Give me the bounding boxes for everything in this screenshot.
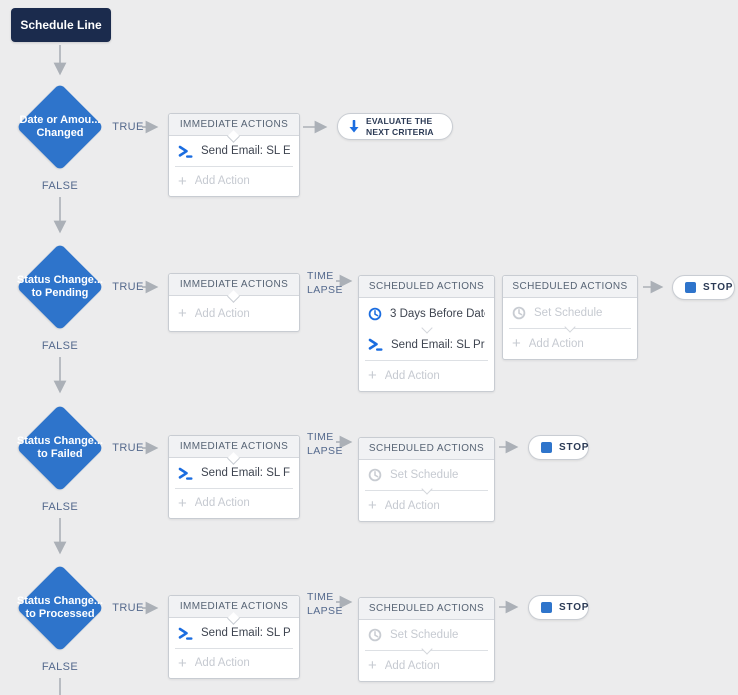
scheduled-actions-header: SCHEDULED ACTIONS	[359, 276, 494, 298]
stop-square-icon	[685, 282, 696, 293]
down-arrow-icon	[349, 119, 359, 132]
clock-icon	[368, 468, 382, 482]
stop-square-icon	[541, 442, 552, 453]
clock-icon	[368, 307, 382, 320]
immediate-actions-box-4: IMMEDIATE ACTIONS Send Email: SL Proc...…	[168, 595, 300, 679]
send-email-icon	[178, 627, 193, 640]
false-label-3: FALSE	[41, 501, 79, 513]
set-schedule-button[interactable]: Set Schedule	[359, 620, 494, 650]
add-action-button[interactable]: + Add Action	[178, 305, 250, 322]
send-email-icon	[178, 145, 193, 158]
action-item-send-email[interactable]: Send Email: SL Edit...	[169, 136, 299, 166]
plus-icon: +	[512, 335, 521, 352]
stop-pill-4: STOP	[528, 595, 589, 620]
immediate-actions-header: IMMEDIATE ACTIONS	[169, 114, 299, 143]
time-lapse-label-3: TIME LAPSE	[307, 431, 343, 457]
scheduled-actions-box-2a: SCHEDULED ACTIONS 3 Days Before Date... …	[358, 275, 495, 392]
scheduled-actions-header: SCHEDULED ACTIONS	[359, 438, 494, 460]
add-action-button[interactable]: + Add Action	[169, 648, 299, 678]
immediate-actions-box-3: IMMEDIATE ACTIONS Send Email: SL Failed …	[168, 435, 300, 519]
evaluate-next-criteria-label: EVALUATE THE NEXT CRITERIA	[366, 115, 434, 137]
scheduled-actions-box-4: SCHEDULED ACTIONS Set Schedule + Add Act…	[358, 597, 495, 682]
time-lapse-label-2: TIME LAPSE	[307, 270, 343, 296]
plus-icon: +	[368, 657, 377, 674]
action-item-send-email[interactable]: Send Email: SL Failed	[169, 458, 299, 488]
true-label-4: TRUE	[112, 602, 144, 614]
stop-pill-2: STOP	[672, 275, 735, 300]
immediate-actions-header: IMMEDIATE ACTIONS	[169, 596, 299, 625]
evaluate-next-criteria-pill: EVALUATE THE NEXT CRITERIA	[337, 113, 453, 140]
time-lapse-label-4: TIME LAPSE	[307, 591, 343, 617]
start-node-schedule-line[interactable]: Schedule Line	[11, 8, 111, 42]
true-label-3: TRUE	[112, 442, 144, 454]
add-action-button[interactable]: + Add Action	[169, 166, 299, 196]
stop-pill-3: STOP	[528, 435, 589, 460]
scheduled-actions-box-2b: SCHEDULED ACTIONS Set Schedule + Add Act…	[502, 275, 638, 360]
false-label-4: FALSE	[41, 661, 79, 673]
send-email-icon	[178, 467, 193, 480]
plus-icon: +	[178, 654, 187, 672]
scheduled-actions-header: SCHEDULED ACTIONS	[359, 598, 494, 620]
true-label-1: TRUE	[112, 121, 144, 133]
add-action-button[interactable]: + Add Action	[503, 321, 637, 359]
add-action-button[interactable]: + Add Action	[169, 488, 299, 518]
stop-square-icon	[541, 602, 552, 613]
set-schedule-button[interactable]: Set Schedule	[359, 460, 494, 490]
scheduled-actions-header: SCHEDULED ACTIONS	[503, 276, 637, 298]
add-action-button[interactable]: + Add Action	[359, 360, 494, 391]
plus-icon: +	[368, 497, 377, 514]
set-schedule-button[interactable]: Set Schedule	[503, 298, 637, 328]
plus-icon: +	[178, 494, 187, 512]
immediate-actions-box-2: IMMEDIATE ACTIONS + Add Action	[168, 273, 300, 332]
scheduled-actions-box-3: SCHEDULED ACTIONS Set Schedule + Add Act…	[358, 437, 495, 522]
plus-icon: +	[368, 367, 377, 384]
add-action-button[interactable]: + Add Action	[359, 483, 494, 521]
clock-icon	[512, 306, 526, 320]
plus-icon: +	[178, 305, 187, 322]
action-item-send-email[interactable]: Send Email: SL Proc...	[359, 322, 494, 360]
immediate-actions-header: IMMEDIATE ACTIONS	[169, 436, 299, 465]
immediate-actions-header: IMMEDIATE ACTIONS	[169, 274, 299, 303]
true-label-2: TRUE	[112, 281, 144, 293]
schedule-item-3-days[interactable]: 3 Days Before Date...	[359, 298, 494, 329]
action-item-send-email[interactable]: Send Email: SL Proc...	[169, 618, 299, 648]
false-label-2: FALSE	[41, 340, 79, 352]
plus-icon: +	[178, 172, 187, 190]
clock-icon	[368, 628, 382, 642]
immediate-actions-box-1: IMMEDIATE ACTIONS Send Email: SL Edit...…	[168, 113, 300, 197]
add-action-button[interactable]: + Add Action	[359, 643, 494, 681]
false-label-1: FALSE	[41, 180, 79, 192]
send-email-icon	[368, 338, 383, 351]
